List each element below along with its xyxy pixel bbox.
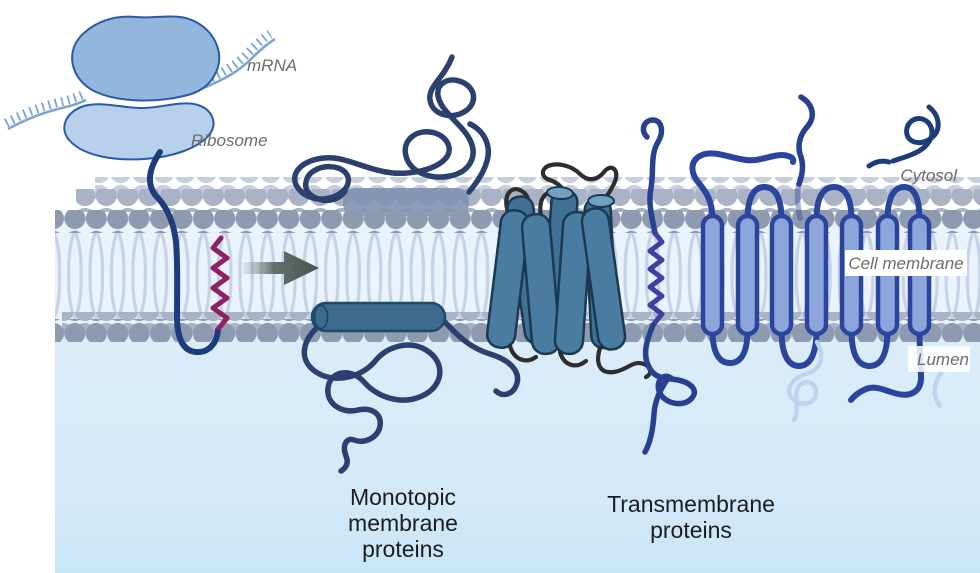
monotopic-embedded-helix-icon: [310, 301, 447, 333]
transmembrane-caption-line1: Transmembrane: [607, 491, 775, 517]
nascent-chain-icon: [147, 149, 221, 356]
monotopic-caption-line3: proteins: [362, 536, 444, 562]
ribosome-small-subunit: [63, 102, 215, 161]
serpentine-loops: [689, 150, 925, 403]
single-pass-chain: [640, 117, 698, 455]
embedded-helix-end-cap: [313, 304, 329, 330]
monotopic-lumenal-tangle: [301, 322, 443, 474]
lumen-label: Lumen: [917, 350, 969, 369]
lumen-region: [55, 330, 980, 573]
single-pass-lumenal-segment: [642, 322, 698, 455]
signal-anchor-indigo-icon: [647, 230, 665, 328]
signal-anchor-magenta-icon: [210, 235, 230, 331]
ribosome-icon: [63, 15, 221, 161]
helix-bundle-icon: [485, 162, 653, 380]
labels: mRNA Ribosome Cytosol Cell membrane Lume…: [191, 56, 970, 372]
free-cytosolic-curl: [866, 104, 941, 169]
cell-membrane-label-box: [845, 250, 967, 276]
monotopic-lumenal-strand: [440, 317, 521, 398]
monotopic-cytosolic-tangle: [292, 54, 477, 204]
lumen-label-box: [908, 346, 970, 372]
insertion-arrow-icon: [243, 251, 319, 285]
mrna-label: mRNA: [247, 56, 297, 75]
floating-strand: [794, 94, 815, 221]
mrna-strand-icon: [3, 30, 276, 131]
monotopic-caption-line1: Monotopic: [350, 484, 456, 510]
cell-membrane-label: Cell membrane: [848, 254, 963, 273]
ribosome-label: Ribosome: [191, 131, 268, 150]
captions: Monotopic membrane proteins Transmembran…: [348, 484, 775, 562]
cytosol-label: Cytosol: [900, 166, 958, 185]
transmembrane-caption-line2: proteins: [650, 517, 732, 543]
monotopic-tangle-anchor-strand: [466, 121, 492, 195]
monotopic-caption-line2: membrane: [348, 510, 458, 536]
monotopic-proteins: [292, 54, 521, 474]
translation-complex: [3, 15, 276, 356]
serpentine-n-terminal-tail: [689, 150, 797, 223]
single-pass-cytosolic-segment: [640, 117, 665, 236]
ribosome-large-subunit: [71, 15, 221, 102]
monotopic-surface-helix-icon: [343, 188, 469, 216]
bundle-helices: [485, 185, 627, 356]
